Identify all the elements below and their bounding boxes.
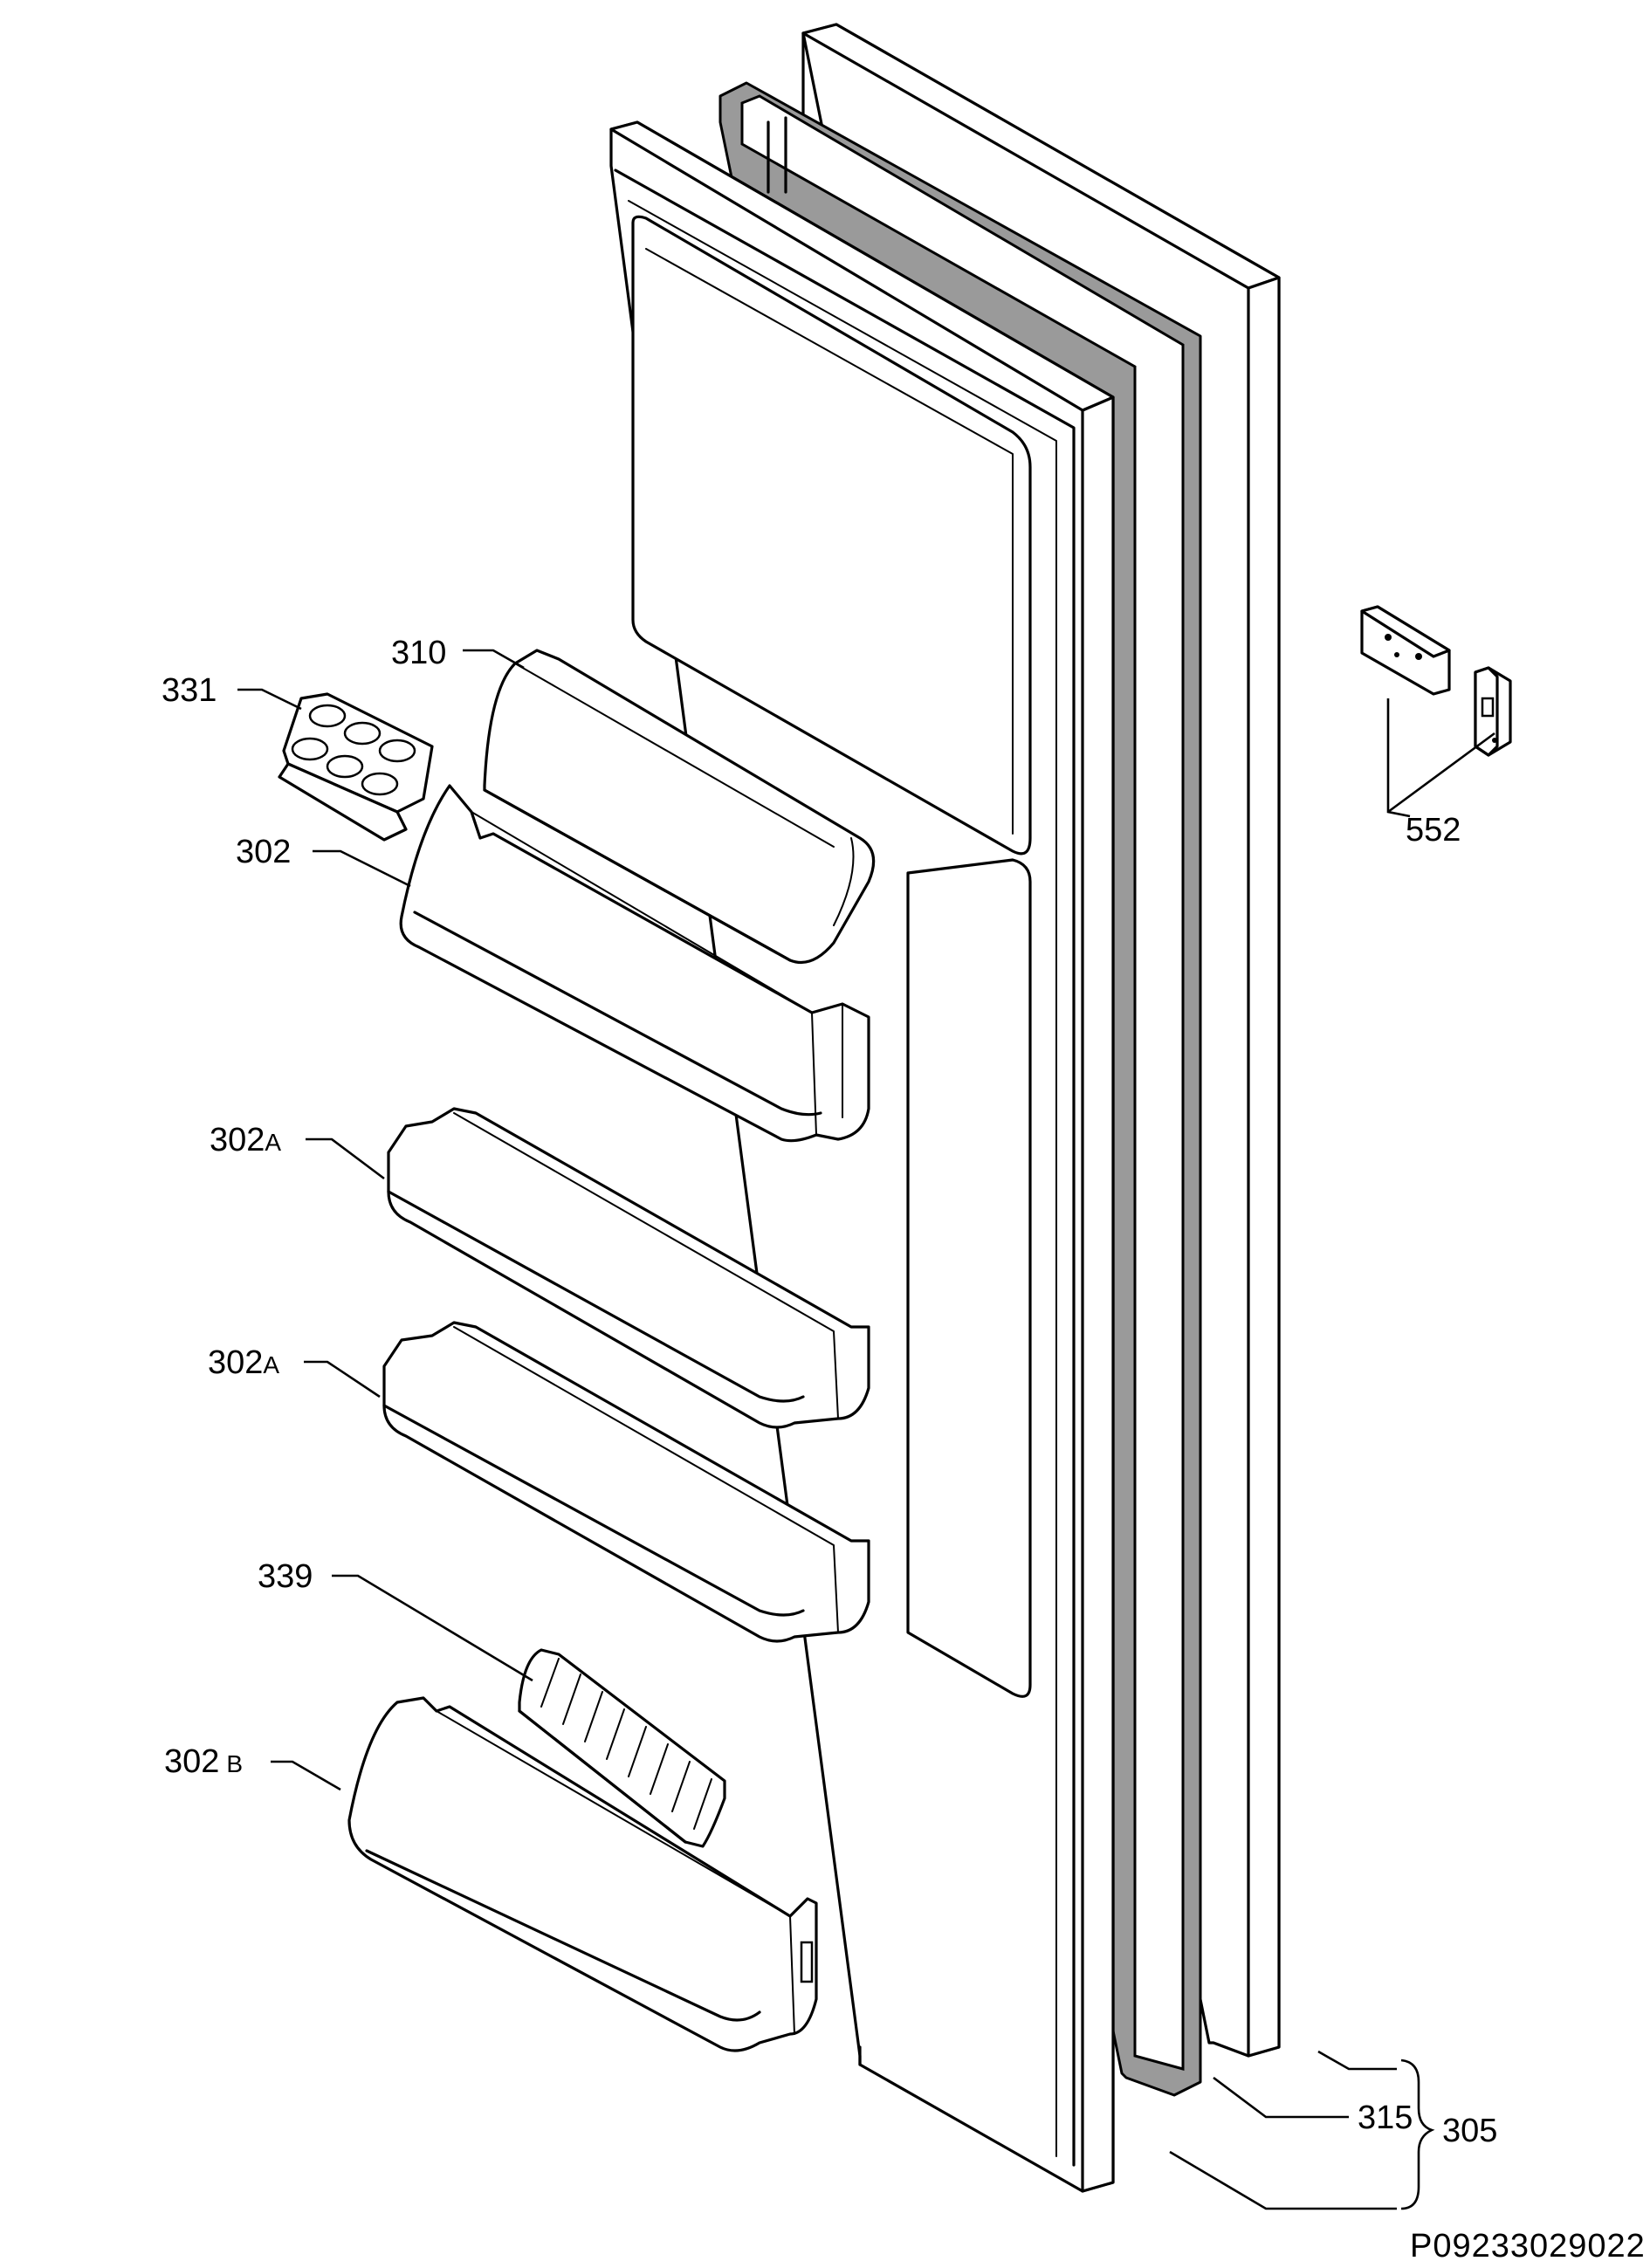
label-315: 315	[1358, 2100, 1413, 2136]
label-302a-2-number: 302	[208, 1344, 263, 1381]
door-bin-302a-1	[387, 1107, 870, 1429]
inner-door-liner	[609, 120, 1115, 2193]
label-302a-2-suffix: A	[263, 1351, 279, 1378]
label-302b: 302 B	[164, 1743, 243, 1780]
label-310: 310	[391, 635, 446, 671]
label-302a-1-number: 302	[210, 1122, 265, 1158]
bottle-retainer	[518, 1648, 726, 1848]
document-id: P09233029022	[1410, 2228, 1646, 2265]
label-302b-number: 302	[164, 1743, 219, 1780]
label-331: 331	[162, 672, 217, 709]
label-302a-1: 302A	[210, 1122, 281, 1158]
label-339: 339	[258, 1558, 313, 1595]
door-bin-302b	[347, 1696, 818, 2052]
label-302b-suffix: B	[226, 1750, 243, 1777]
egg-tray	[278, 692, 434, 842]
hinge-brackets	[1360, 605, 1512, 757]
label-302a-2: 302A	[208, 1344, 279, 1381]
door-bin-302	[399, 784, 870, 1143]
dairy-compartment-cover	[483, 649, 876, 965]
label-552: 552	[1406, 812, 1461, 849]
label-302a-1-suffix: A	[265, 1129, 281, 1156]
label-305: 305	[1442, 2113, 1497, 2149]
leader-lines	[237, 649, 1495, 2210]
label-302: 302	[236, 834, 291, 870]
door-bin-302a-2	[382, 1321, 870, 1643]
